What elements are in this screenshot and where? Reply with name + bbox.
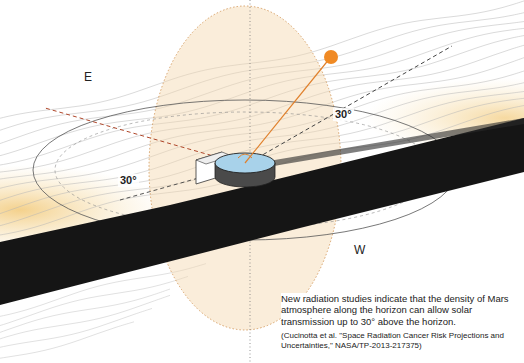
sun-ray: [245, 58, 330, 163]
note-text: New radiation studies indicate that the …: [281, 293, 521, 327]
direction-label: W: [352, 243, 367, 257]
angle-arc: [238, 154, 252, 158]
sun-symbol: [324, 50, 338, 64]
terrain-ridge: [0, 118, 524, 305]
contour-line: [0, 308, 152, 349]
contour-line: [0, 322, 134, 360]
east-direction-line: [45, 108, 245, 165]
direction-label: E: [82, 70, 94, 84]
citation-text: (Cucinotta et al. "Space Radiation Cance…: [281, 331, 521, 350]
sun-path-ellipse: [149, 6, 341, 330]
angle-label: 30°: [118, 174, 139, 187]
angle-label: 30°: [333, 108, 354, 121]
elevation-30-line: [245, 46, 452, 165]
ridge-shade: [245, 118, 524, 170]
contour-line: [0, 295, 170, 342]
